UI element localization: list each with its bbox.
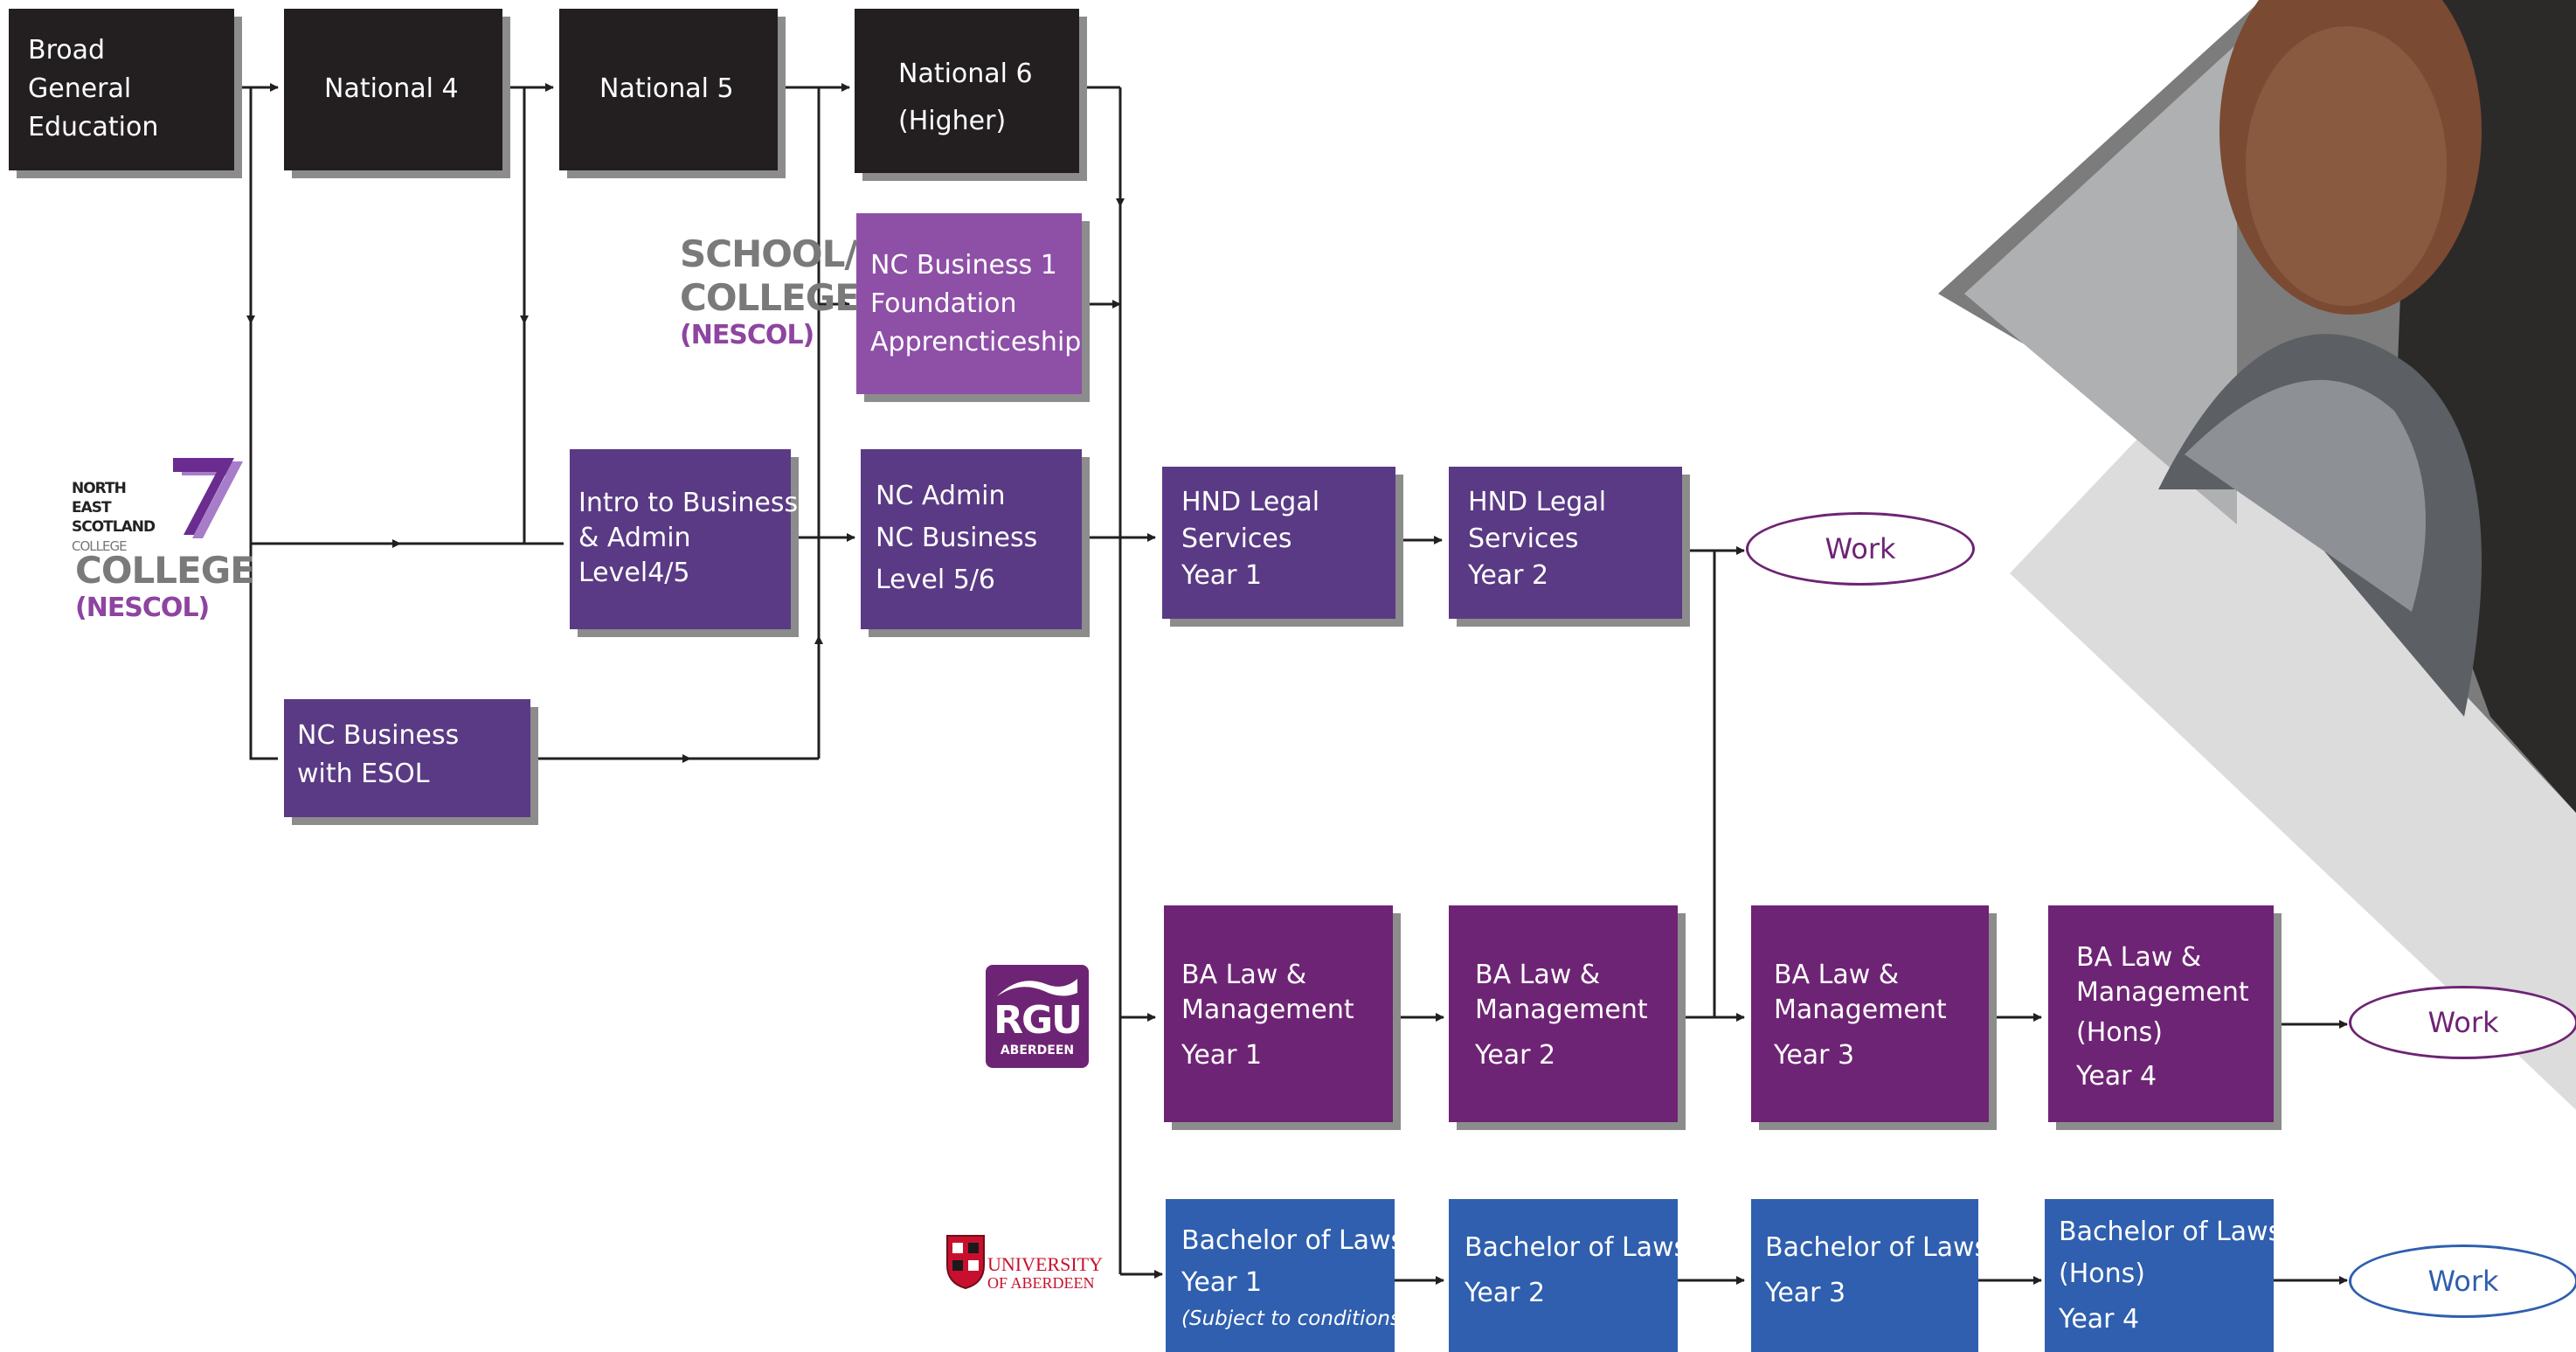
box-line: Year 2 <box>1465 1278 1546 1308</box>
box-line: Year 1 <box>1181 1040 1263 1071</box>
box-line: (Hons) <box>2059 1258 2145 1289</box>
box-line: BA Law & <box>1181 960 1307 990</box>
box-line: Year 2 <box>1475 1040 1556 1071</box>
box-line: Year 2 <box>1468 560 1549 591</box>
box-line: Management <box>1181 995 1354 1025</box>
nescol-label: COLLEGE (NESCOL) <box>75 549 255 624</box>
box-ba-law-year-3: BA Law & Management Year 3 <box>1751 905 1989 1122</box>
box-bachelor-of-laws-year-4: Bachelor of Laws (Hons) Year 4 <box>2045 1199 2282 1352</box>
box-national-5: National 5 <box>559 9 778 170</box>
rgu-logo-text: RGU <box>994 998 1083 1043</box>
box-line: Bachelor of Laws <box>1765 1232 1989 1263</box>
box-line: with ESOL <box>297 759 430 789</box>
box-line: Year 3 <box>1774 1040 1855 1071</box>
box-line: BA Law & <box>1475 960 1601 990</box>
box-bachelor-of-laws-year-3: Bachelor of Laws Year 3 <box>1751 1199 1989 1352</box>
label-line: COLLEGE <box>680 276 860 319</box>
box-line: Year 4 <box>2059 1304 2140 1335</box>
box-line: Bachelor of Laws <box>1181 1225 1405 1256</box>
box-bachelor-of-laws-year-2: Bachelor of Laws Year 2 <box>1449 1199 1688 1352</box>
work-oval-laws: Work <box>2349 1245 2576 1318</box>
box-line: Bachelor of Laws <box>1465 1232 1688 1263</box>
box-ba-law-year-2: BA Law & Management Year 2 <box>1449 905 1678 1122</box>
box-bachelor-of-laws-year-1: Bachelor of Laws Year 1 (Subject to cond… <box>1166 1199 1409 1352</box>
box-hnd-legal-year-1: HND Legal Services Year 1 <box>1162 467 1395 619</box>
rgu-logo-subtext: ABERDEEN <box>1000 1043 1075 1057</box>
box-line: (Hons) <box>2076 1017 2163 1048</box>
nescol-logo-mark-icon <box>173 458 243 538</box>
box-line: NC Business <box>297 720 460 751</box>
box-line: Management <box>2076 977 2249 1008</box>
rgu-wave-icon <box>997 979 1077 996</box>
box-line: (Higher) <box>898 106 1007 136</box>
box-line: Level 5/6 <box>876 565 996 595</box>
box-line: Year 4 <box>2076 1061 2157 1092</box>
box-ba-law-year-4: BA Law & Management (Hons) Year 4 <box>2048 905 2274 1122</box>
box-broad-general-education: Broad General Education <box>9 9 234 170</box>
box-line: National 4 <box>324 73 459 104</box>
box-line: NC Business 1 <box>870 250 1057 281</box>
box-line: NC Business <box>876 523 1038 553</box>
aberdeen-logo-text: UNIVERSITY OF ABERDEEN <box>987 1253 1103 1293</box>
logo-line: COLLEGE <box>72 538 128 554</box>
logo-line: NORTH EAST <box>72 480 127 517</box>
box-line: National 6 <box>898 59 1033 89</box>
box-line: Year 3 <box>1765 1278 1846 1308</box>
box-line: BA Law & <box>2076 942 2202 973</box>
box-line: Year 1 <box>1181 1267 1263 1298</box>
aberdeen-crest-icon <box>946 1235 985 1290</box>
box-line: Services <box>1181 523 1292 554</box>
box-line: (Subject to conditions) <box>1181 1307 1409 1330</box>
box-line: Foundation <box>870 288 1017 319</box>
label-line: (NESCOL) <box>680 320 814 350</box>
box-line: Level4/5 <box>578 558 690 588</box>
box-line: BA Law & <box>1774 960 1900 990</box>
student-photo <box>1938 0 2576 813</box>
label-line: (NESCOL) <box>75 593 210 623</box>
box-intro-to-business: Intro to Business & Admin Level4/5 <box>570 449 799 629</box>
box-nc-business-foundation: NC Business 1 Foundation Apprencticeship <box>856 213 1082 394</box>
school-college-label: SCHOOL/ COLLEGE (NESCOL) <box>680 232 860 351</box>
box-ba-law-year-1: BA Law & Management Year 1 <box>1164 905 1393 1122</box>
bge-spine <box>249 323 278 760</box>
work-oval-hnd: Work <box>1746 512 1975 586</box>
box-line: National 5 <box>599 73 734 104</box>
box-line: Apprencticeship <box>870 327 1082 357</box>
box-nc-business-esol: NC Business with ESOL <box>284 699 530 817</box>
box-national-6-higher: National 6 (Higher) <box>855 9 1079 173</box>
box-line: Management <box>1475 995 1648 1025</box>
box-line: HND Legal <box>1468 487 1607 517</box>
box-line: General <box>28 73 132 104</box>
label-line: COLLEGE <box>75 549 255 592</box>
box-line: NC Admin <box>876 481 1006 511</box>
rgu-logo: RGU ABERDEEN <box>986 965 1089 1068</box>
logo-line: UNIVERSITY <box>987 1253 1103 1275</box>
logo-line: SCOTLAND <box>72 518 156 536</box>
box-national-4: National 4 <box>284 9 502 170</box>
box-line: & Admin <box>578 523 691 553</box>
box-line: Management <box>1774 995 1947 1025</box>
box-nc-admin-nc-business: NC Admin NC Business Level 5/6 <box>861 449 1082 629</box>
box-line: HND Legal <box>1181 487 1320 517</box>
university-of-aberdeen-logo: UNIVERSITY OF ABERDEEN <box>945 1232 1111 1295</box>
box-line: Services <box>1468 523 1579 554</box>
box-line: Year 1 <box>1181 560 1263 591</box>
box-line: Education <box>28 112 159 142</box>
box-hnd-legal-year-2: HND Legal Services Year 2 <box>1449 467 1682 619</box>
label-line: SCHOOL/ <box>680 232 858 275</box>
work-oval-ba: Work <box>2349 986 2576 1059</box>
logo-line: OF ABERDEEN <box>987 1274 1095 1292</box>
box-line: Broad <box>28 35 106 66</box>
box-line: Intro to Business <box>578 488 799 518</box>
nescol-logo-text: NORTH EAST SCOTLAND COLLEGE <box>72 479 156 556</box>
box-line: Bachelor of Laws <box>2059 1217 2282 1247</box>
